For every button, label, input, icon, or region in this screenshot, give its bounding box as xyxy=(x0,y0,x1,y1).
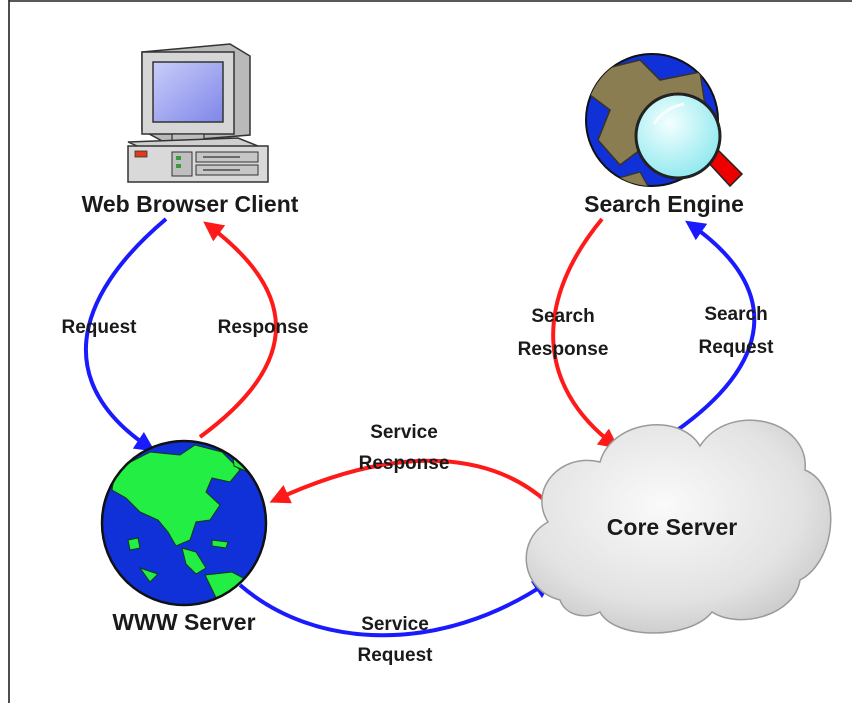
search-request-arrow xyxy=(674,220,757,433)
service-request-arrow xyxy=(238,578,553,638)
globe-magnifier-icon xyxy=(585,53,744,188)
globe-icon xyxy=(100,439,268,607)
search-request-label-line2: Request xyxy=(699,337,775,358)
request-label: Request xyxy=(62,317,138,338)
core-server-label: Core Server xyxy=(607,514,737,540)
service-request-label-line1: Service xyxy=(361,614,429,635)
service-response-label-line1: Service xyxy=(370,422,438,443)
search-engine-label: Search Engine xyxy=(584,191,744,217)
service-request-label-line2: Request xyxy=(358,645,434,666)
www-server-label: WWW Server xyxy=(112,609,255,635)
search-response-arrow xyxy=(551,217,619,449)
desktop-computer-icon xyxy=(127,43,269,183)
search-response-label-line1: Search xyxy=(531,306,594,327)
search-request-label-line1: Search xyxy=(704,304,767,325)
service-response-arrow xyxy=(269,458,550,505)
response-arrow xyxy=(198,221,278,439)
request-arrow xyxy=(83,217,168,452)
search-response-label-line2: Response xyxy=(518,339,609,360)
service-response-label-line2: Response xyxy=(359,453,450,474)
response-label: Response xyxy=(218,317,309,338)
cloud-icon xyxy=(525,419,832,634)
client-label: Web Browser Client xyxy=(82,191,299,217)
